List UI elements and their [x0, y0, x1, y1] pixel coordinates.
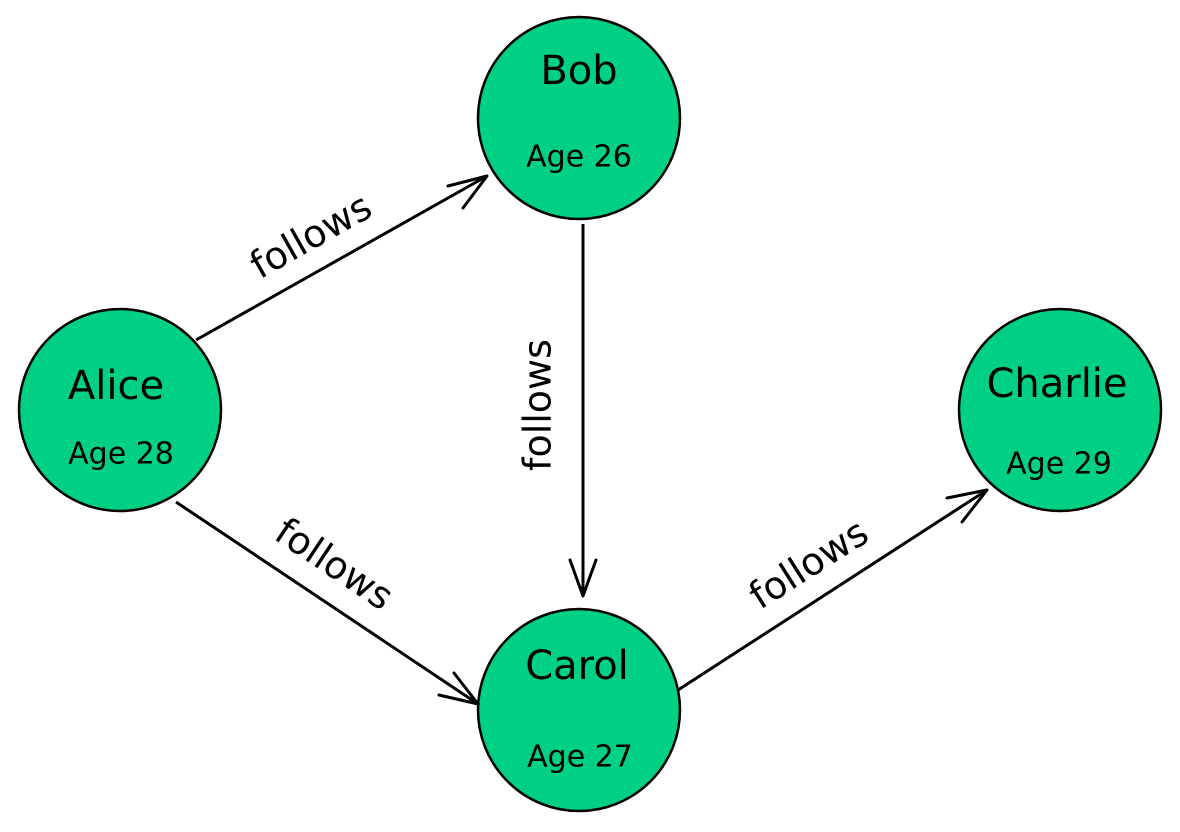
- edge-alice-bob: follows: [195, 174, 489, 342]
- edge-alice-carol-line: [175, 500, 479, 706]
- node-carol-age: Age 27: [527, 740, 633, 775]
- node-charlie-name: Charlie: [986, 361, 1127, 407]
- node-carol: Carol Age 27: [476, 607, 682, 813]
- edge-bob-carol: follows: [516, 224, 598, 598]
- edge-alice-carol-label: follows: [267, 509, 401, 619]
- node-alice-circle: [17, 307, 223, 513]
- node-alice-name: Alice: [68, 363, 164, 409]
- edge-bob-carol-label: follows: [516, 339, 560, 471]
- node-charlie-age: Age 29: [1006, 447, 1112, 482]
- node-charlie-circle: [957, 307, 1163, 513]
- edge-bob-carol-arrowhead: [568, 558, 598, 598]
- node-charlie: Charlie Age 29: [957, 307, 1163, 513]
- edge-carol-charlie: follows: [677, 488, 989, 692]
- node-bob-circle: [476, 15, 682, 221]
- edge-alice-bob-label: follows: [243, 184, 379, 287]
- edge-alice-bob-arrowhead: [446, 174, 489, 210]
- node-alice-age: Age 28: [68, 437, 174, 472]
- node-bob-age: Age 26: [526, 140, 632, 175]
- node-carol-name: Carol: [525, 643, 629, 689]
- edge-alice-bob-line: [195, 174, 488, 342]
- edge-carol-charlie-arrowhead: [945, 488, 989, 524]
- node-carol-circle: [476, 607, 682, 813]
- node-alice: Alice Age 28: [17, 307, 223, 513]
- edge-carol-charlie-label: follows: [741, 510, 876, 618]
- edge-carol-charlie-line: [677, 488, 988, 692]
- edge-alice-carol: follows: [175, 500, 480, 706]
- node-bob-name: Bob: [540, 48, 617, 94]
- node-bob: Bob Age 26: [476, 15, 682, 221]
